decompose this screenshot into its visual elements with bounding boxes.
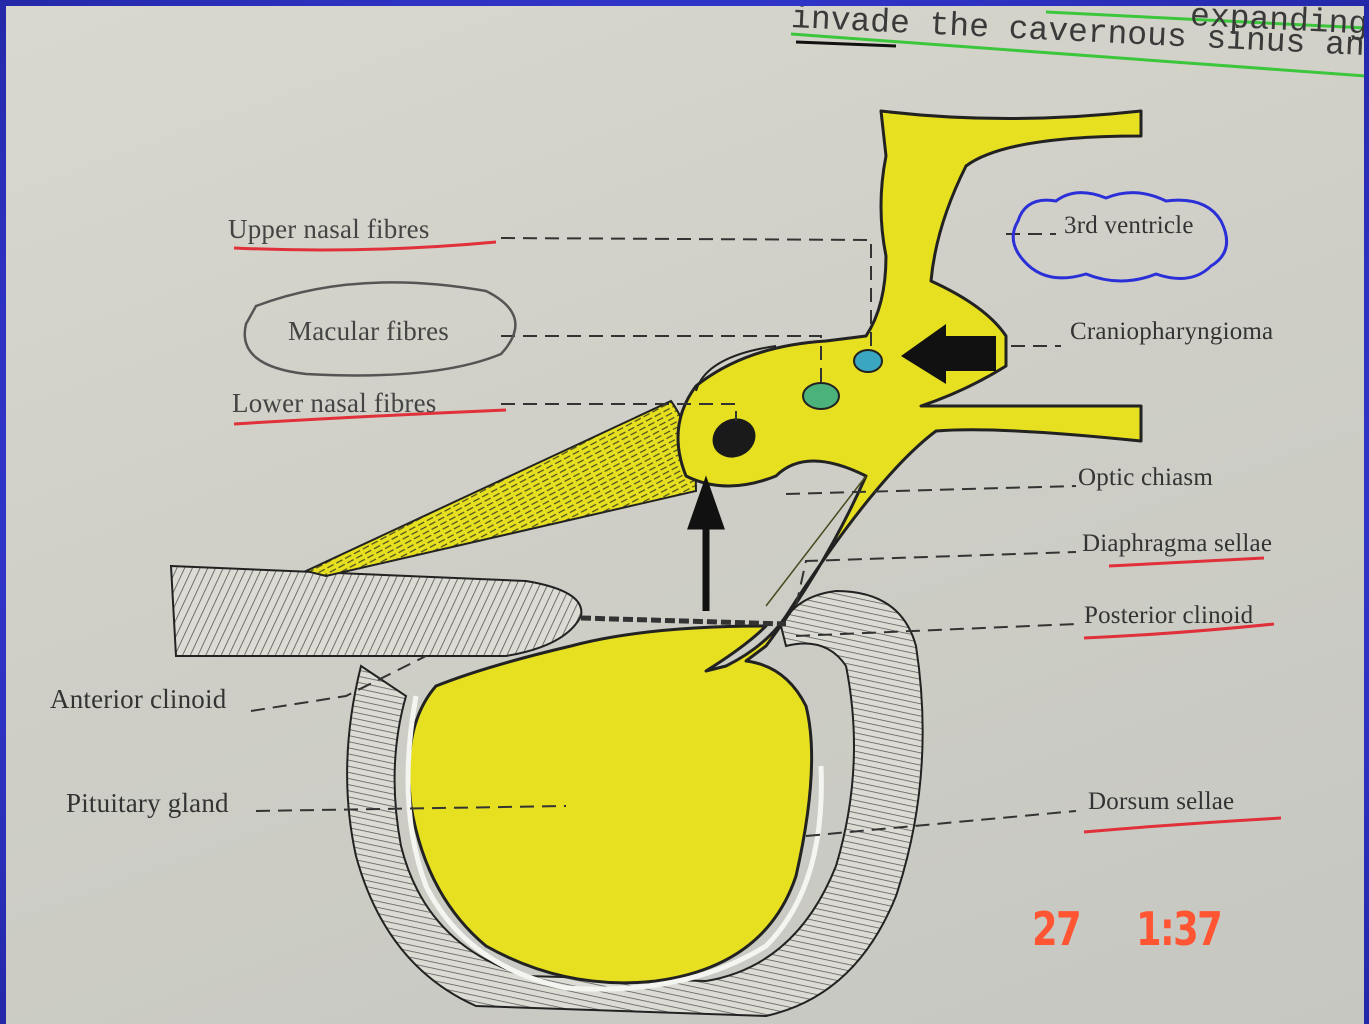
timestamp-time: 1:37	[1136, 902, 1221, 956]
label-dorsum-sellae: Dorsum sellae	[1088, 788, 1234, 816]
compression-arrow-upward	[692, 486, 720, 611]
label-anterior-clinoid: Anterior clinoid	[50, 684, 226, 715]
chiasm-and-pituitary	[409, 111, 1141, 983]
textbook-photo: expanding invade the cavernous sinus and…	[6, 6, 1364, 1024]
macular-spot	[803, 383, 839, 409]
label-lower-nasal-fibres: Lower nasal fibres	[232, 388, 437, 419]
underline-dorsum	[1084, 818, 1281, 832]
label-third-ventricle: 3rd ventricle	[1064, 212, 1194, 240]
anterior-clinoid-bone	[171, 566, 581, 656]
label-optic-chiasm: Optic chiasm	[1078, 464, 1213, 492]
label-posterior-clinoid: Posterior clinoid	[1084, 602, 1253, 630]
timestamp-day: 27	[1032, 902, 1080, 956]
diaphragma-sellae	[581, 618, 786, 624]
label-diaphragma-sellae: Diaphragma sellae	[1082, 530, 1272, 558]
label-craniopharyngioma: Craniopharyngioma	[1070, 318, 1273, 346]
label-upper-nasal-fibres: Upper nasal fibres	[228, 214, 430, 245]
upper-nasal-spot	[854, 350, 882, 372]
underline-diaphragma	[1109, 558, 1264, 566]
label-macular-fibres: Macular fibres	[288, 316, 449, 347]
optic-nerve	[306, 401, 696, 576]
anatomy-diagram	[6, 6, 1364, 1024]
label-pituitary-gland: Pituitary gland	[66, 788, 229, 819]
